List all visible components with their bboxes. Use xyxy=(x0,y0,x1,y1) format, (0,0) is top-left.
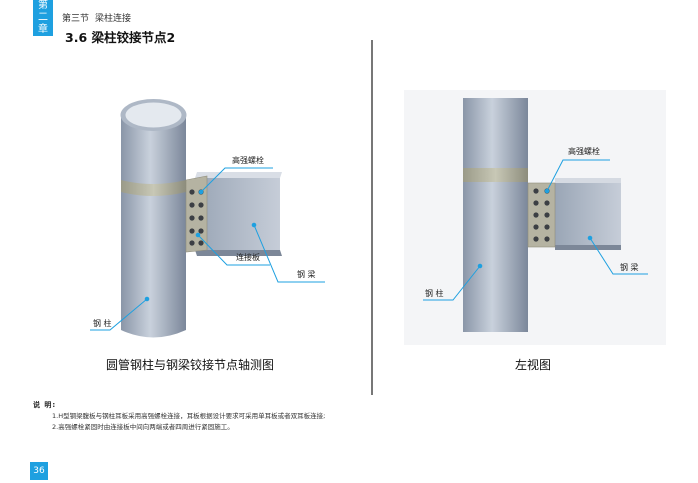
bolt-label: 高强螺栓 xyxy=(568,146,600,156)
chapter-tab-line3: 章 xyxy=(38,24,48,35)
beam-callout-line xyxy=(589,237,648,275)
left-figure-caption: 圆管钢柱与钢梁铰接节点轴测图 xyxy=(106,358,275,372)
beam-label: 钢 梁 xyxy=(297,269,316,279)
note-item: 2.高强螺栓紧固时由连接板中间向两端或者四周进行紧固施工。 xyxy=(52,423,234,431)
bolt xyxy=(198,215,204,221)
plate-callout-line xyxy=(197,234,270,266)
page-title: 3.6 梁柱铰接节点2 xyxy=(65,30,176,45)
steel-column xyxy=(463,98,528,332)
bolt xyxy=(544,200,550,206)
bolt xyxy=(189,240,195,246)
beam-callout-line xyxy=(253,224,325,283)
bolt xyxy=(198,202,204,208)
beam-label: 钢 梁 xyxy=(620,262,639,272)
bolt xyxy=(533,212,539,218)
page-number: 36 xyxy=(30,462,48,480)
bolt xyxy=(189,202,195,208)
bolt xyxy=(533,236,539,242)
steel-beam xyxy=(195,178,280,250)
bolt xyxy=(544,212,550,218)
isometric-figure: 高强螺栓 连接板 钢 梁 钢 柱 xyxy=(90,99,325,338)
section-number: 第三节 xyxy=(62,14,90,24)
bolt xyxy=(544,236,550,242)
column-label: 钢 柱 xyxy=(93,318,112,328)
bolt xyxy=(189,228,195,234)
bolt xyxy=(189,215,195,221)
bolt xyxy=(544,224,550,230)
column-callout-line xyxy=(90,298,148,331)
bolt xyxy=(198,240,204,246)
bolt xyxy=(198,228,204,234)
bolt xyxy=(533,188,539,194)
left-view-figure: 高强螺栓 钢 梁 钢 柱 xyxy=(404,90,666,345)
figure-divider xyxy=(371,40,373,395)
bolt xyxy=(533,224,539,230)
section-label: 第三节梁柱连接 xyxy=(62,11,131,24)
right-figure-caption: 左视图 xyxy=(515,358,552,372)
column-callout-line xyxy=(423,265,481,301)
note-item: 1.H型钢梁腹板与钢柱耳板采用高强螺栓连接，耳板根据设计要求可采用单耳板或者双耳… xyxy=(52,412,326,420)
bolt-label: 高强螺栓 xyxy=(232,155,264,165)
connection-plate xyxy=(527,182,556,248)
chapter-tab: 第 二 章 xyxy=(33,0,53,36)
bolt xyxy=(189,189,195,195)
column-label: 钢 柱 xyxy=(425,288,444,298)
bolt xyxy=(533,200,539,206)
column-ring xyxy=(463,168,528,182)
bolt-callout-line xyxy=(546,159,610,192)
steel-column xyxy=(121,115,186,338)
steel-beam xyxy=(555,181,621,247)
section-name: 梁柱连接 xyxy=(95,14,132,24)
bolt-group xyxy=(533,188,550,242)
column-ring xyxy=(121,180,186,196)
chapter-tab-line1: 第 xyxy=(38,0,48,11)
plate-label: 连接板 xyxy=(236,252,260,262)
chapter-tab-line2: 二 xyxy=(38,12,48,23)
bolt-callout-line xyxy=(200,167,273,193)
notes-title: 说 明: xyxy=(33,401,57,409)
